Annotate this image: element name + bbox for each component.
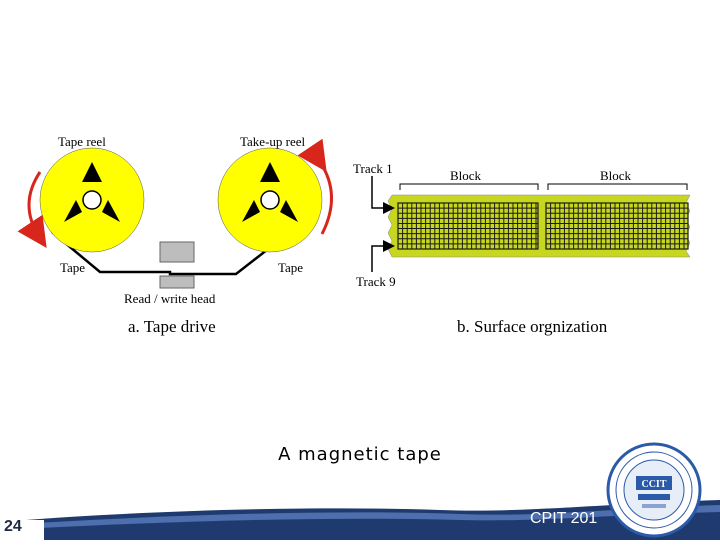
slide-number: 24	[4, 518, 22, 535]
track1-arrow	[371, 176, 395, 214]
tape-drive-caption: a. Tape drive	[128, 317, 216, 336]
read-write-head-base	[159, 275, 195, 289]
block-bracket	[547, 183, 688, 190]
footer-wave	[0, 500, 720, 540]
block-label: Block	[600, 168, 632, 183]
data-block-grid	[397, 202, 539, 250]
tape-left-label: Tape	[60, 260, 85, 275]
tape-path	[51, 231, 291, 276]
read-write-head	[159, 241, 195, 263]
takeup-reel-label: Take-up reel	[240, 134, 306, 149]
block-label: Block	[450, 168, 482, 183]
university-logo: CCIT	[606, 442, 702, 538]
surface-caption: b. Surface orgnization	[457, 317, 608, 336]
surface-organization-diagram: Block Block Track 1 Track 9 b. Surface o…	[353, 161, 691, 336]
takeup-reel	[217, 147, 323, 253]
footer-wave-light	[0, 505, 720, 530]
tape-reel-label: Tape reel	[58, 134, 106, 149]
block-bracket	[399, 183, 539, 190]
tape-right-label: Tape	[278, 260, 303, 275]
track9-label: Track 9	[356, 274, 396, 289]
course-code: CPIT 201	[530, 510, 598, 527]
track1-label: Track 1	[353, 161, 393, 176]
track9-arrow	[371, 240, 395, 272]
logo-text: CCIT	[641, 479, 666, 490]
slide-caption: A magnetic tape	[278, 444, 442, 465]
rotation-arrow-left	[17, 171, 47, 248]
data-block-grid	[545, 202, 689, 250]
head-label: Read / write head	[124, 291, 216, 306]
tape-reel	[39, 147, 145, 253]
tape-drive-diagram: Tape reel Take-up reel Tape Tape Read / …	[17, 134, 333, 336]
rotation-arrow-right	[297, 138, 333, 235]
footer-number-box	[0, 520, 44, 540]
